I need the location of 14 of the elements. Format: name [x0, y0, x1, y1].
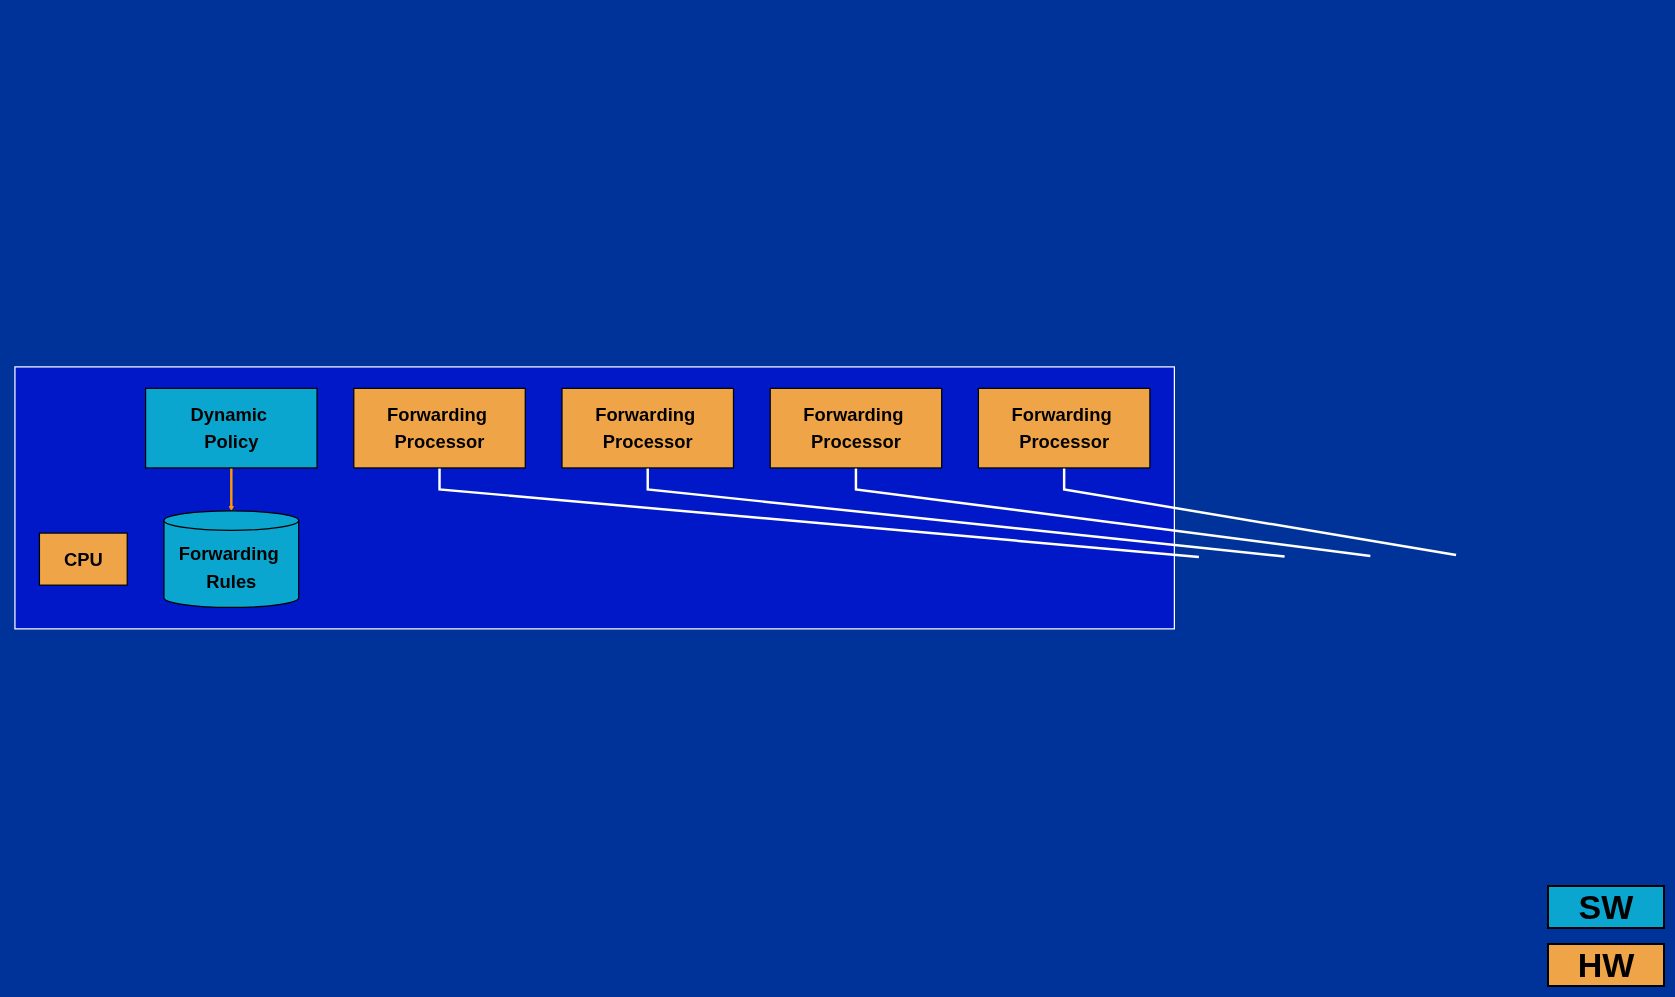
- node-box: Forwarding Processor: [561, 387, 735, 469]
- node-box: Forwarding Processor: [977, 387, 1151, 469]
- connector: [1062, 467, 1457, 556]
- connector: [438, 467, 1199, 558]
- node-box: CPU: [38, 532, 128, 586]
- node-box: Forwarding Processor: [769, 387, 943, 469]
- legend-swatch: HW: [1547, 943, 1665, 987]
- cluster: [14, 365, 1175, 630]
- connector: [854, 467, 1371, 557]
- arrow: [228, 467, 234, 511]
- legend-swatch: SW: [1547, 885, 1665, 929]
- node-box: Dynamic Policy: [145, 387, 318, 469]
- connector: [646, 467, 1285, 558]
- node-box: Forwarding Processor: [353, 387, 526, 469]
